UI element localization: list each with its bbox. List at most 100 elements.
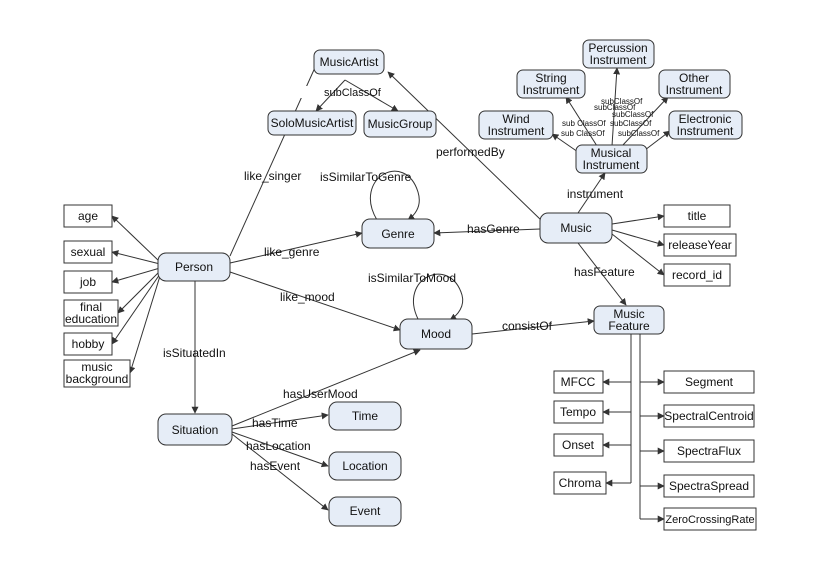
node-label: Genre: [381, 227, 415, 241]
attr-label: SpectraSpread: [669, 479, 749, 493]
node-time[interactable]: Time: [328, 401, 402, 431]
node-solo-music-artist[interactable]: SoloMusicArtist: [267, 110, 357, 136]
edge-has-genre: [433, 228, 541, 237]
attr-title[interactable]: title: [663, 204, 731, 228]
node-music-group[interactable]: MusicGroup: [363, 110, 437, 138]
edge-perc-to-musical: [611, 67, 621, 147]
node-label-line-1: String: [535, 71, 566, 85]
edge-solo-to-artist: [315, 79, 346, 112]
label-like-singer: like_singer: [244, 169, 301, 183]
edge-music-title: [611, 213, 665, 225]
node-music[interactable]: Music: [539, 212, 613, 244]
attr-label-line-2: education: [65, 312, 117, 326]
edge-has-location: [231, 431, 329, 468]
label-subclassof-wind-2: sub ClassOf: [561, 129, 605, 138]
attr-hobby[interactable]: hobby: [63, 332, 113, 356]
edge-electronic-to-musical: [644, 130, 671, 151]
node-label-line-1: Wind: [502, 112, 529, 126]
node-label-line-1: Other: [679, 71, 709, 85]
node-music-artist[interactable]: MusicArtist: [313, 49, 385, 75]
node-situation[interactable]: Situation: [157, 413, 233, 446]
node-person[interactable]: Person: [157, 252, 231, 282]
attr-label: title: [688, 209, 707, 223]
attr-label: Chroma: [559, 476, 602, 490]
node-mood[interactable]: Mood: [399, 318, 473, 350]
attr-zero-crossing-rate[interactable]: ZeroCrossingRate: [663, 507, 757, 531]
node-label-line-1: Electronic: [679, 112, 732, 126]
edge-like-singer: [229, 51, 323, 257]
node-other-instrument[interactable]: Other Instrument: [658, 69, 731, 99]
edge-like-mood: [229, 271, 401, 332]
edge-music-release: [611, 229, 665, 247]
edge-person-hobby: [111, 273, 161, 345]
attr-label-line-1: music: [81, 360, 112, 374]
attr-label-line-1: final: [80, 300, 102, 314]
node-label-line-2: Instrument: [488, 124, 545, 138]
edge-has-feature: [577, 242, 627, 306]
attr-age[interactable]: age: [63, 204, 113, 228]
attr-tempo[interactable]: Tempo: [553, 400, 604, 424]
attr-label: Onset: [562, 438, 595, 452]
attr-segment[interactable]: Segment: [663, 370, 755, 394]
label-has-feature: hasFeature: [574, 265, 635, 279]
node-electronic-instrument[interactable]: Electronic Instrument: [668, 110, 743, 140]
attr-label: releaseYear: [668, 238, 732, 252]
edge-person-education: [117, 270, 161, 314]
attr-label: MFCC: [561, 375, 596, 389]
node-label-line-1: Musical: [591, 146, 632, 160]
attr-spectra-flux[interactable]: SpectraFlux: [663, 439, 755, 463]
node-label-line-2: Instrument: [677, 124, 734, 138]
attr-spectra-spread[interactable]: SpectraSpread: [663, 474, 755, 498]
edge-mood-self-loop: [412, 273, 464, 321]
attr-job[interactable]: job: [63, 270, 113, 294]
attr-label: Tempo: [560, 405, 596, 419]
label-like-genre: like_genre: [264, 245, 320, 259]
label-has-location: hasLocation: [246, 439, 311, 453]
attr-release-year[interactable]: releaseYear: [663, 233, 737, 257]
label-subclassof-string: subClassOf: [594, 103, 636, 112]
label-is-similar-to-genre: isSimilarToGenre: [320, 170, 412, 184]
edge-other-to-musical: [621, 96, 669, 147]
attr-label: ZeroCrossingRate: [665, 514, 754, 526]
instrument-subclass-labels: subClassOf subClassOf subClassOf sub Cla…: [561, 97, 660, 138]
node-label-line-2: Instrument: [666, 83, 723, 97]
attr-onset[interactable]: Onset: [553, 433, 604, 457]
edge-person-sexual: [111, 250, 161, 265]
label-like-mood: like_mood: [280, 290, 335, 304]
node-wind-instrument[interactable]: Wind Instrument: [478, 110, 554, 140]
node-event[interactable]: Event: [328, 496, 402, 527]
node-label: MusicArtist: [320, 55, 379, 69]
node-label-line-2: Instrument: [523, 83, 580, 97]
edge-person-age: [111, 215, 161, 263]
edge-person-background: [128, 275, 161, 374]
attr-record-id[interactable]: record_id: [663, 263, 731, 287]
node-label: Event: [350, 504, 381, 518]
label-is-similar-to-mood: isSimilarToMood: [368, 271, 456, 285]
node-location[interactable]: Location: [328, 451, 402, 481]
attr-label: sexual: [71, 245, 106, 259]
attr-final-education[interactable]: final education: [63, 299, 119, 327]
attr-mfcc[interactable]: MFCC: [553, 370, 604, 394]
edge-consist-of: [471, 318, 595, 335]
node-label-line-1: Percussion: [588, 41, 647, 55]
attr-label: SpectralCentroid: [664, 409, 753, 423]
node-percussion-instrument[interactable]: Percussion Instrument: [582, 39, 655, 69]
edge-has-time: [231, 412, 329, 430]
attr-sexual[interactable]: sexual: [63, 240, 113, 264]
node-label: Location: [342, 459, 387, 473]
node-label-line-2: Instrument: [590, 53, 647, 67]
edge-like-genre: [229, 230, 363, 264]
attr-label-line-2: background: [66, 372, 129, 386]
label-performed-by: performedBy: [436, 145, 505, 159]
node-music-feature[interactable]: Music Feature: [593, 305, 665, 335]
attr-chroma[interactable]: Chroma: [553, 471, 607, 495]
node-string-instrument[interactable]: String Instrument: [516, 69, 586, 99]
attr-spectral-centroid[interactable]: SpectralCentroid: [663, 404, 755, 428]
edge-music-record: [611, 233, 665, 276]
label-is-situated-in: isSituatedIn: [163, 346, 226, 360]
node-genre[interactable]: Genre: [361, 218, 435, 249]
attr-music-background[interactable]: music background: [63, 359, 131, 388]
node-musical-instrument[interactable]: Musical Instrument: [575, 144, 648, 174]
attr-label: job: [79, 275, 96, 289]
